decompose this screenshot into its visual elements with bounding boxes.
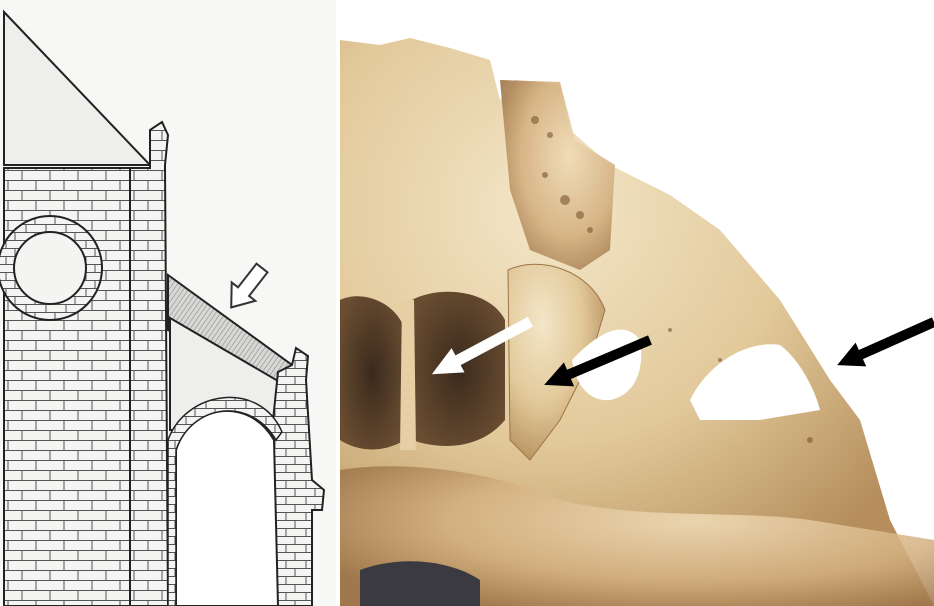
sinus-cavity-left	[340, 296, 405, 449]
gable-roof	[4, 12, 150, 165]
skull-photo	[340, 0, 934, 606]
buttress-pier	[130, 122, 168, 606]
church-drawing-panel	[0, 0, 336, 606]
arch-opening	[176, 411, 278, 606]
septum	[400, 300, 416, 450]
outer-buttress	[272, 348, 324, 606]
outline-arrow-icon	[219, 259, 273, 317]
church-drawing	[0, 0, 336, 606]
black-arrow-icon	[832, 310, 934, 377]
skull-photo-panel	[340, 0, 934, 606]
rose-window	[14, 232, 86, 304]
